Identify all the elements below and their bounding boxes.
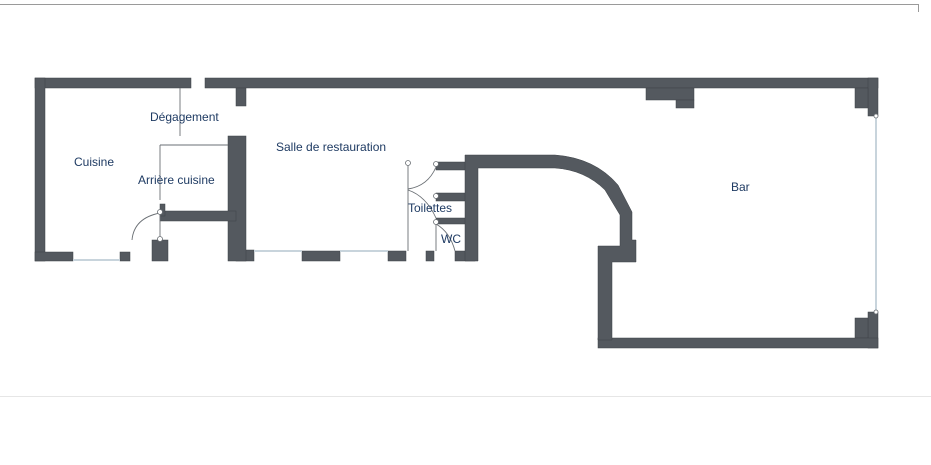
window-ends [873, 113, 879, 315]
window-end [873, 113, 879, 119]
right-border-tick [918, 4, 919, 12]
door-hinge [157, 209, 163, 215]
pier-top-salle [235, 87, 247, 107]
doors [131, 88, 456, 252]
wall-bottom-cuisine-2 [119, 251, 131, 262]
wall-bottom-toilettes [425, 250, 435, 262]
wall-toilettes-div [435, 217, 467, 225]
door-toilettes-swing-2 [407, 189, 437, 219]
door-hinge [433, 193, 439, 199]
window-end [873, 309, 879, 315]
wall-bottom-salle-2 [301, 250, 341, 262]
wall-bar-curve [464, 154, 637, 341]
door-arriere-swing [159, 144, 228, 200]
wall-bottom-bar [597, 337, 879, 349]
label-arriere-cuisine: Arrière cuisine [138, 173, 215, 187]
label-degagement: Dégagement [150, 110, 219, 124]
pier-bottom-right [854, 317, 869, 339]
wall-bottom-cuisine-1 [34, 251, 74, 262]
door-hinges [157, 160, 439, 242]
door-hinge [405, 160, 411, 166]
label-toilettes: Toilettes [408, 201, 452, 215]
windows [73, 116, 877, 312]
door-toilettes-swing [407, 166, 437, 190]
label-cuisine: Cuisine [74, 155, 114, 169]
top-border-line [0, 4, 918, 5]
wall-arriere-bottom [159, 210, 237, 222]
door-wc-swing [435, 223, 456, 252]
wall-toilettes-top [435, 161, 467, 171]
label-bar: Bar [731, 180, 750, 194]
pier-top-mid [645, 87, 695, 101]
pier-top-mid-2 [675, 99, 695, 109]
label-wc: WC [441, 232, 461, 246]
room-labels: Cuisine Dégagement Arrière cuisine Salle… [74, 110, 750, 246]
wall-right [867, 77, 879, 117]
wall-arriere-right [227, 135, 247, 262]
wall-left [34, 77, 46, 262]
wall-top-right [204, 77, 879, 89]
door-hinge [157, 236, 163, 242]
wall-bottom-arriere [151, 239, 169, 262]
pier-top-right [854, 87, 869, 109]
door-cuisine-swing [131, 212, 161, 241]
walls [34, 77, 879, 349]
door-hinge [433, 219, 439, 225]
wall-top-left [34, 77, 192, 89]
door-hinge [433, 161, 439, 167]
bottom-border-line [0, 396, 931, 397]
wall-toilettes-mid [435, 192, 467, 202]
label-salle-de-restauration: Salle de restauration [276, 140, 386, 154]
wall-bottom-salle-3 [387, 250, 407, 262]
